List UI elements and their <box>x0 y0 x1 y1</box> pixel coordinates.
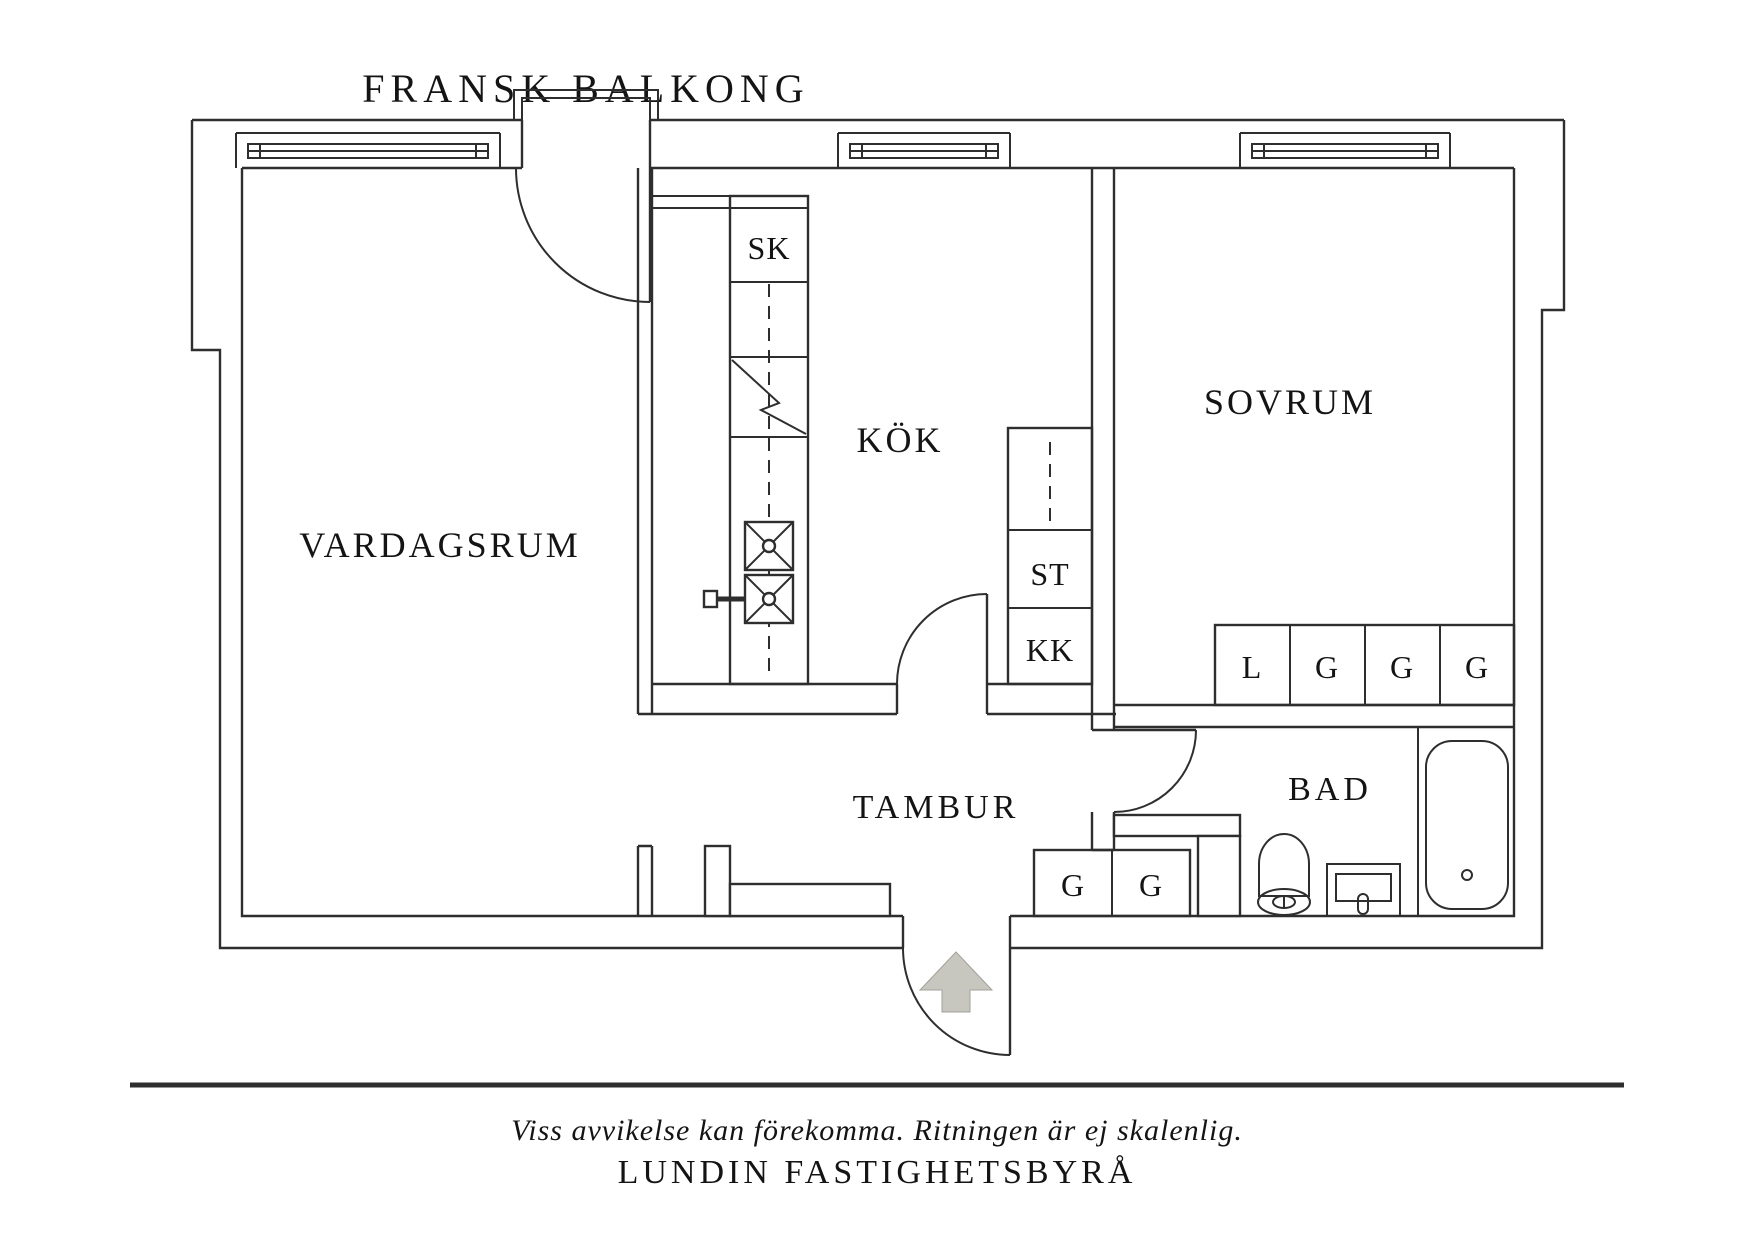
window-icon-bedroom <box>1239 132 1451 168</box>
agency-name: LUNDIN FASTIGHETSBYRÅ <box>618 1154 1137 1191</box>
room-label-kok: KÖK <box>857 420 944 460</box>
washbasin-icon <box>1326 863 1401 917</box>
faucet-icon <box>1357 893 1369 915</box>
room-label-sovrum: SOVRUM <box>1204 382 1376 422</box>
bedroom-wardrobes: L G G G <box>1213 623 1516 707</box>
window-icon-livingroom <box>235 132 501 168</box>
wardrobe-label: L <box>1242 649 1263 685</box>
room-label-vardagsrum: VARDAGSRUM <box>299 525 580 565</box>
door-swing-icon-entrance <box>902 947 1012 1056</box>
french-balcony-door-icon <box>513 89 659 303</box>
kitchen-tall-cabinets <box>1006 426 1094 686</box>
interior-walls <box>636 168 1514 918</box>
closet-label-st: ST <box>1030 556 1069 592</box>
closet-label-sk: SK <box>748 230 791 266</box>
door-swing-icon-bath <box>1113 728 1197 813</box>
kitchen-cabinet-run <box>652 194 810 686</box>
closet-label-kk: KK <box>1026 632 1074 668</box>
bathtub-icon <box>1425 740 1509 910</box>
window-icon-kitchen <box>837 132 1011 168</box>
balcony-title-label: FRANSK BALKONG <box>362 66 809 111</box>
refrigerator-icon <box>731 359 807 435</box>
toilet-icon <box>1257 833 1311 916</box>
wardrobe-label: G <box>1465 649 1489 685</box>
faucet-icon <box>702 589 719 609</box>
hall-pier <box>703 844 732 918</box>
hall-niche <box>728 882 892 918</box>
outer-walls <box>190 118 1566 950</box>
bathroom-fixtures <box>1257 727 1509 917</box>
entrance-arrow-icon <box>918 951 994 1013</box>
sink-icon <box>743 520 795 572</box>
disclaimer-text: Viss avvikelse kan förekomma. Ritningen … <box>511 1114 1243 1147</box>
wardrobe-label: G <box>1139 867 1163 903</box>
room-label-tambur: TAMBUR <box>853 789 1020 826</box>
wardrobe-label: G <box>1061 867 1085 903</box>
door-swing-icon-kitchen <box>896 593 989 685</box>
sink-icon <box>702 573 795 625</box>
hall-wardrobes: G G <box>1032 848 1192 918</box>
wardrobe-label: G <box>1390 649 1414 685</box>
room-label-bad: BAD <box>1288 771 1372 808</box>
wardrobe-label: G <box>1315 649 1339 685</box>
